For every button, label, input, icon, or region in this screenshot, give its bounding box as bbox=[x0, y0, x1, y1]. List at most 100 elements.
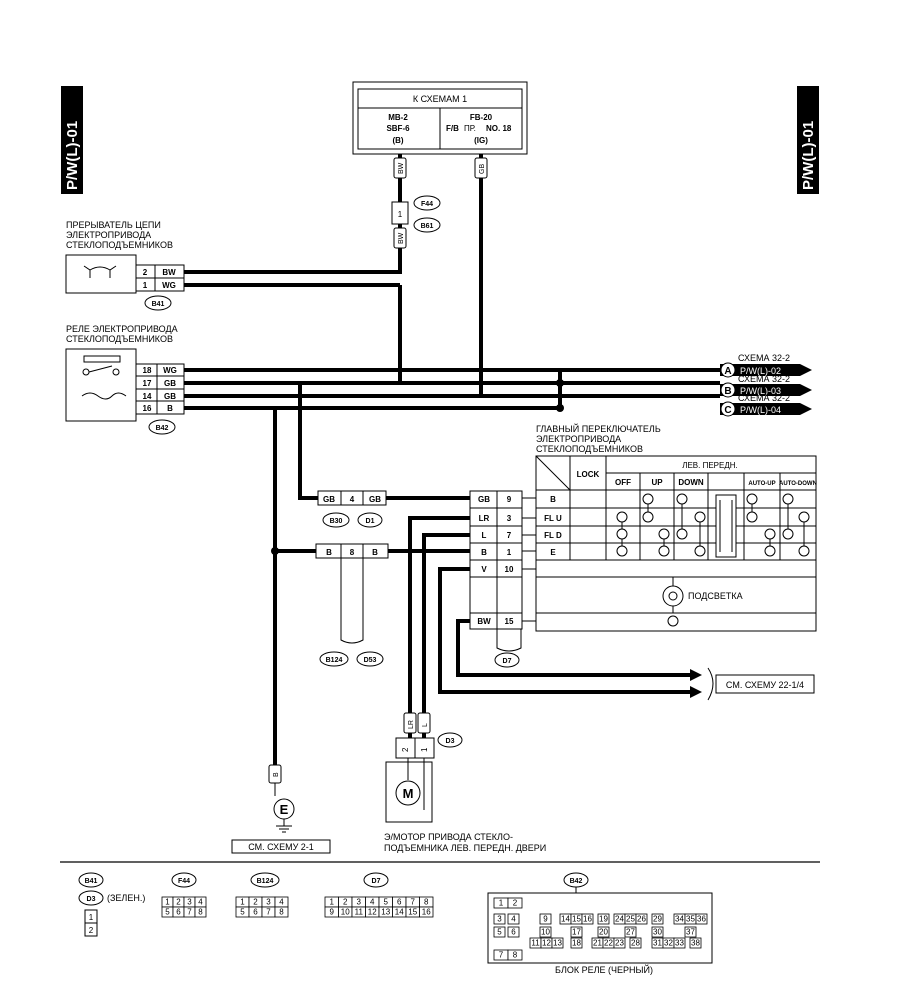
b42-pin-33-cell bbox=[673, 937, 686, 949]
side-tab-left-text: P/W(L)-01 bbox=[64, 121, 81, 190]
b42-pin-23: 23 bbox=[615, 939, 624, 948]
switch-pos-down: DOWN bbox=[678, 478, 704, 487]
motor-label-1: Э/МОТОР ПРИВОДА СТЕКЛО- bbox=[384, 832, 513, 842]
b42-pin-29: 29 bbox=[653, 915, 662, 924]
wire-tag-bw-mid: BW bbox=[393, 227, 407, 249]
switch-group: ЛЕВ. ПЕРЕДН. bbox=[682, 461, 738, 470]
b42-pin-37-cell bbox=[684, 926, 697, 938]
d3-label: D3 bbox=[446, 738, 455, 745]
switch-pos-auto-up: AUTO-UP bbox=[748, 481, 775, 487]
fuse-fb20: FB-20 bbox=[470, 113, 493, 122]
svg-text:BW: BW bbox=[398, 162, 405, 174]
b42-pin-16: 16 bbox=[583, 915, 592, 924]
f44-pin-3: 3 bbox=[187, 898, 192, 907]
b42-caption: БЛОК РЕЛЕ (ЧЕРНЫЙ) bbox=[555, 964, 653, 975]
b42-pin-9-cell bbox=[539, 913, 552, 925]
svg-text:L: L bbox=[422, 723, 429, 727]
main-switch: ГЛАВНЫЙ ПЕРЕКЛЮЧАТЕЛЬ ЭЛЕКТРОПРИВОДА СТЕ… bbox=[535, 423, 817, 632]
connector-b124-d53: B 8 B B124 D53 bbox=[315, 543, 389, 667]
b124-pin-2: 2 bbox=[253, 898, 258, 907]
fuse-fb: F/B bbox=[446, 124, 459, 133]
f44-pin-7: 7 bbox=[187, 908, 192, 917]
relay-pin-17: 17 bbox=[143, 379, 152, 388]
svg-text:8: 8 bbox=[350, 548, 355, 557]
b42-pin-10: 10 bbox=[541, 928, 550, 937]
switch-pos-auto-down: AUTO-DOWN bbox=[779, 481, 817, 487]
b42-pin-4: 4 bbox=[511, 915, 516, 924]
b42-pin-13: 13 bbox=[553, 939, 562, 948]
b42-pin-36-cell bbox=[695, 913, 708, 925]
fuse-no18: NO. 18 bbox=[486, 124, 512, 133]
d7-pin-6: 6 bbox=[397, 898, 402, 907]
b42-pin-10-cell bbox=[539, 926, 552, 938]
relay-label-2: СТЕКЛОПОДЪЕМНИКОВ bbox=[66, 334, 173, 344]
f44-pin-4: 4 bbox=[198, 898, 203, 907]
b124-pin-8-cell bbox=[274, 906, 289, 918]
d7-pin-2: 2 bbox=[343, 898, 348, 907]
d7-pin-16: 16 bbox=[422, 908, 431, 917]
switch-lock: LOCK bbox=[577, 470, 600, 479]
inline-connector-f44: 1 F44 B61 bbox=[391, 195, 441, 233]
motor-label-2: ПОДЪЕМНИКА ЛЕВ. ПЕРЕДН. ДВЕРИ bbox=[384, 843, 546, 853]
b42-pin-28: 28 bbox=[631, 939, 640, 948]
b42-pin-33: 33 bbox=[675, 939, 684, 948]
b42-pin-13-cell bbox=[551, 937, 564, 949]
fuse-sbf6: SBF-6 bbox=[386, 124, 410, 133]
b42-pin-3: 3 bbox=[497, 915, 502, 924]
d7-pin-8: 8 bbox=[424, 898, 429, 907]
b42-pin-15: 15 bbox=[572, 915, 581, 924]
b42-pin-30: 30 bbox=[653, 928, 662, 937]
b42-pin-35: 35 bbox=[686, 915, 695, 924]
svg-text:15: 15 bbox=[505, 617, 514, 626]
connector-d7: GB 9 LR 3 L 7 B 1 V 10 BW 15 D7 bbox=[469, 490, 523, 668]
d7-pin-13: 13 bbox=[381, 908, 390, 917]
d7-pin-14: 14 bbox=[395, 908, 404, 917]
b42-pin-25: 25 bbox=[626, 915, 635, 924]
svg-text:2: 2 bbox=[401, 747, 410, 752]
d7-pin-9: 9 bbox=[330, 908, 335, 917]
b42-pin-20-cell bbox=[597, 926, 610, 938]
svg-text:E: E bbox=[550, 548, 556, 557]
f44-pin-8-cell bbox=[194, 906, 207, 918]
circuit-breaker: ПРЕРЫВАТЕЛЬ ЦЕПИ ЭЛЕКТРОПРИВОДА СТЕКЛОПО… bbox=[65, 220, 185, 311]
svg-text:B: B bbox=[550, 495, 556, 504]
svg-text:3: 3 bbox=[507, 514, 512, 523]
b42-pin-14: 14 bbox=[561, 915, 570, 924]
switch-label-2: ЭЛЕКТРОПРИВОДА bbox=[536, 434, 621, 444]
d7-pin-11: 11 bbox=[355, 908, 364, 917]
b42-pin-20: 20 bbox=[599, 928, 608, 937]
ref-a: СХЕМА 32-2 A P/W(L)-02 bbox=[720, 353, 812, 378]
b42-pin-38: 38 bbox=[691, 939, 700, 948]
switch-label-1: ГЛАВНЫЙ ПЕРЕКЛЮЧАТЕЛЬ bbox=[536, 423, 661, 434]
relay-pin-18-color: WG bbox=[163, 366, 177, 375]
relay-pin-14: 14 bbox=[143, 392, 152, 401]
svg-text:B: B bbox=[273, 772, 280, 777]
ref-b: СХЕМА 32-2 B P/W(L)-03 bbox=[720, 374, 812, 398]
b41-label: B41 bbox=[152, 301, 165, 308]
d1-label: D1 bbox=[366, 518, 375, 525]
b42-pin-16-cell bbox=[581, 913, 594, 925]
svg-text:4: 4 bbox=[350, 495, 355, 504]
f44-pin-1: 1 bbox=[165, 898, 170, 907]
d7-label: D7 bbox=[503, 658, 512, 665]
wire-tag-bw-top: BW bbox=[393, 157, 407, 179]
ref-c: СХЕМА 32-2 C P/W(L)-04 bbox=[720, 393, 812, 417]
fuse-b: (B) bbox=[392, 136, 403, 145]
svg-text:B124: B124 bbox=[257, 878, 274, 885]
side-tab-right-text: P/W(L)-01 bbox=[800, 121, 817, 190]
f44-pin-8: 8 bbox=[198, 908, 203, 917]
b42-pin-5: 5 bbox=[497, 928, 502, 937]
d7-pin-10: 10 bbox=[341, 908, 350, 917]
b42-pin-9: 9 bbox=[543, 915, 548, 924]
b124-pin-3: 3 bbox=[266, 898, 271, 907]
b124-pin-5: 5 bbox=[240, 908, 245, 917]
svg-text:B42: B42 bbox=[570, 878, 583, 885]
b42-pin-31: 31 bbox=[653, 939, 662, 948]
svg-text:(ЗЕЛЕН.): (ЗЕЛЕН.) bbox=[107, 893, 145, 903]
f44-pin-5: 5 bbox=[165, 908, 170, 917]
svg-text:M: M bbox=[403, 786, 414, 801]
svg-text:LR: LR bbox=[479, 514, 490, 523]
